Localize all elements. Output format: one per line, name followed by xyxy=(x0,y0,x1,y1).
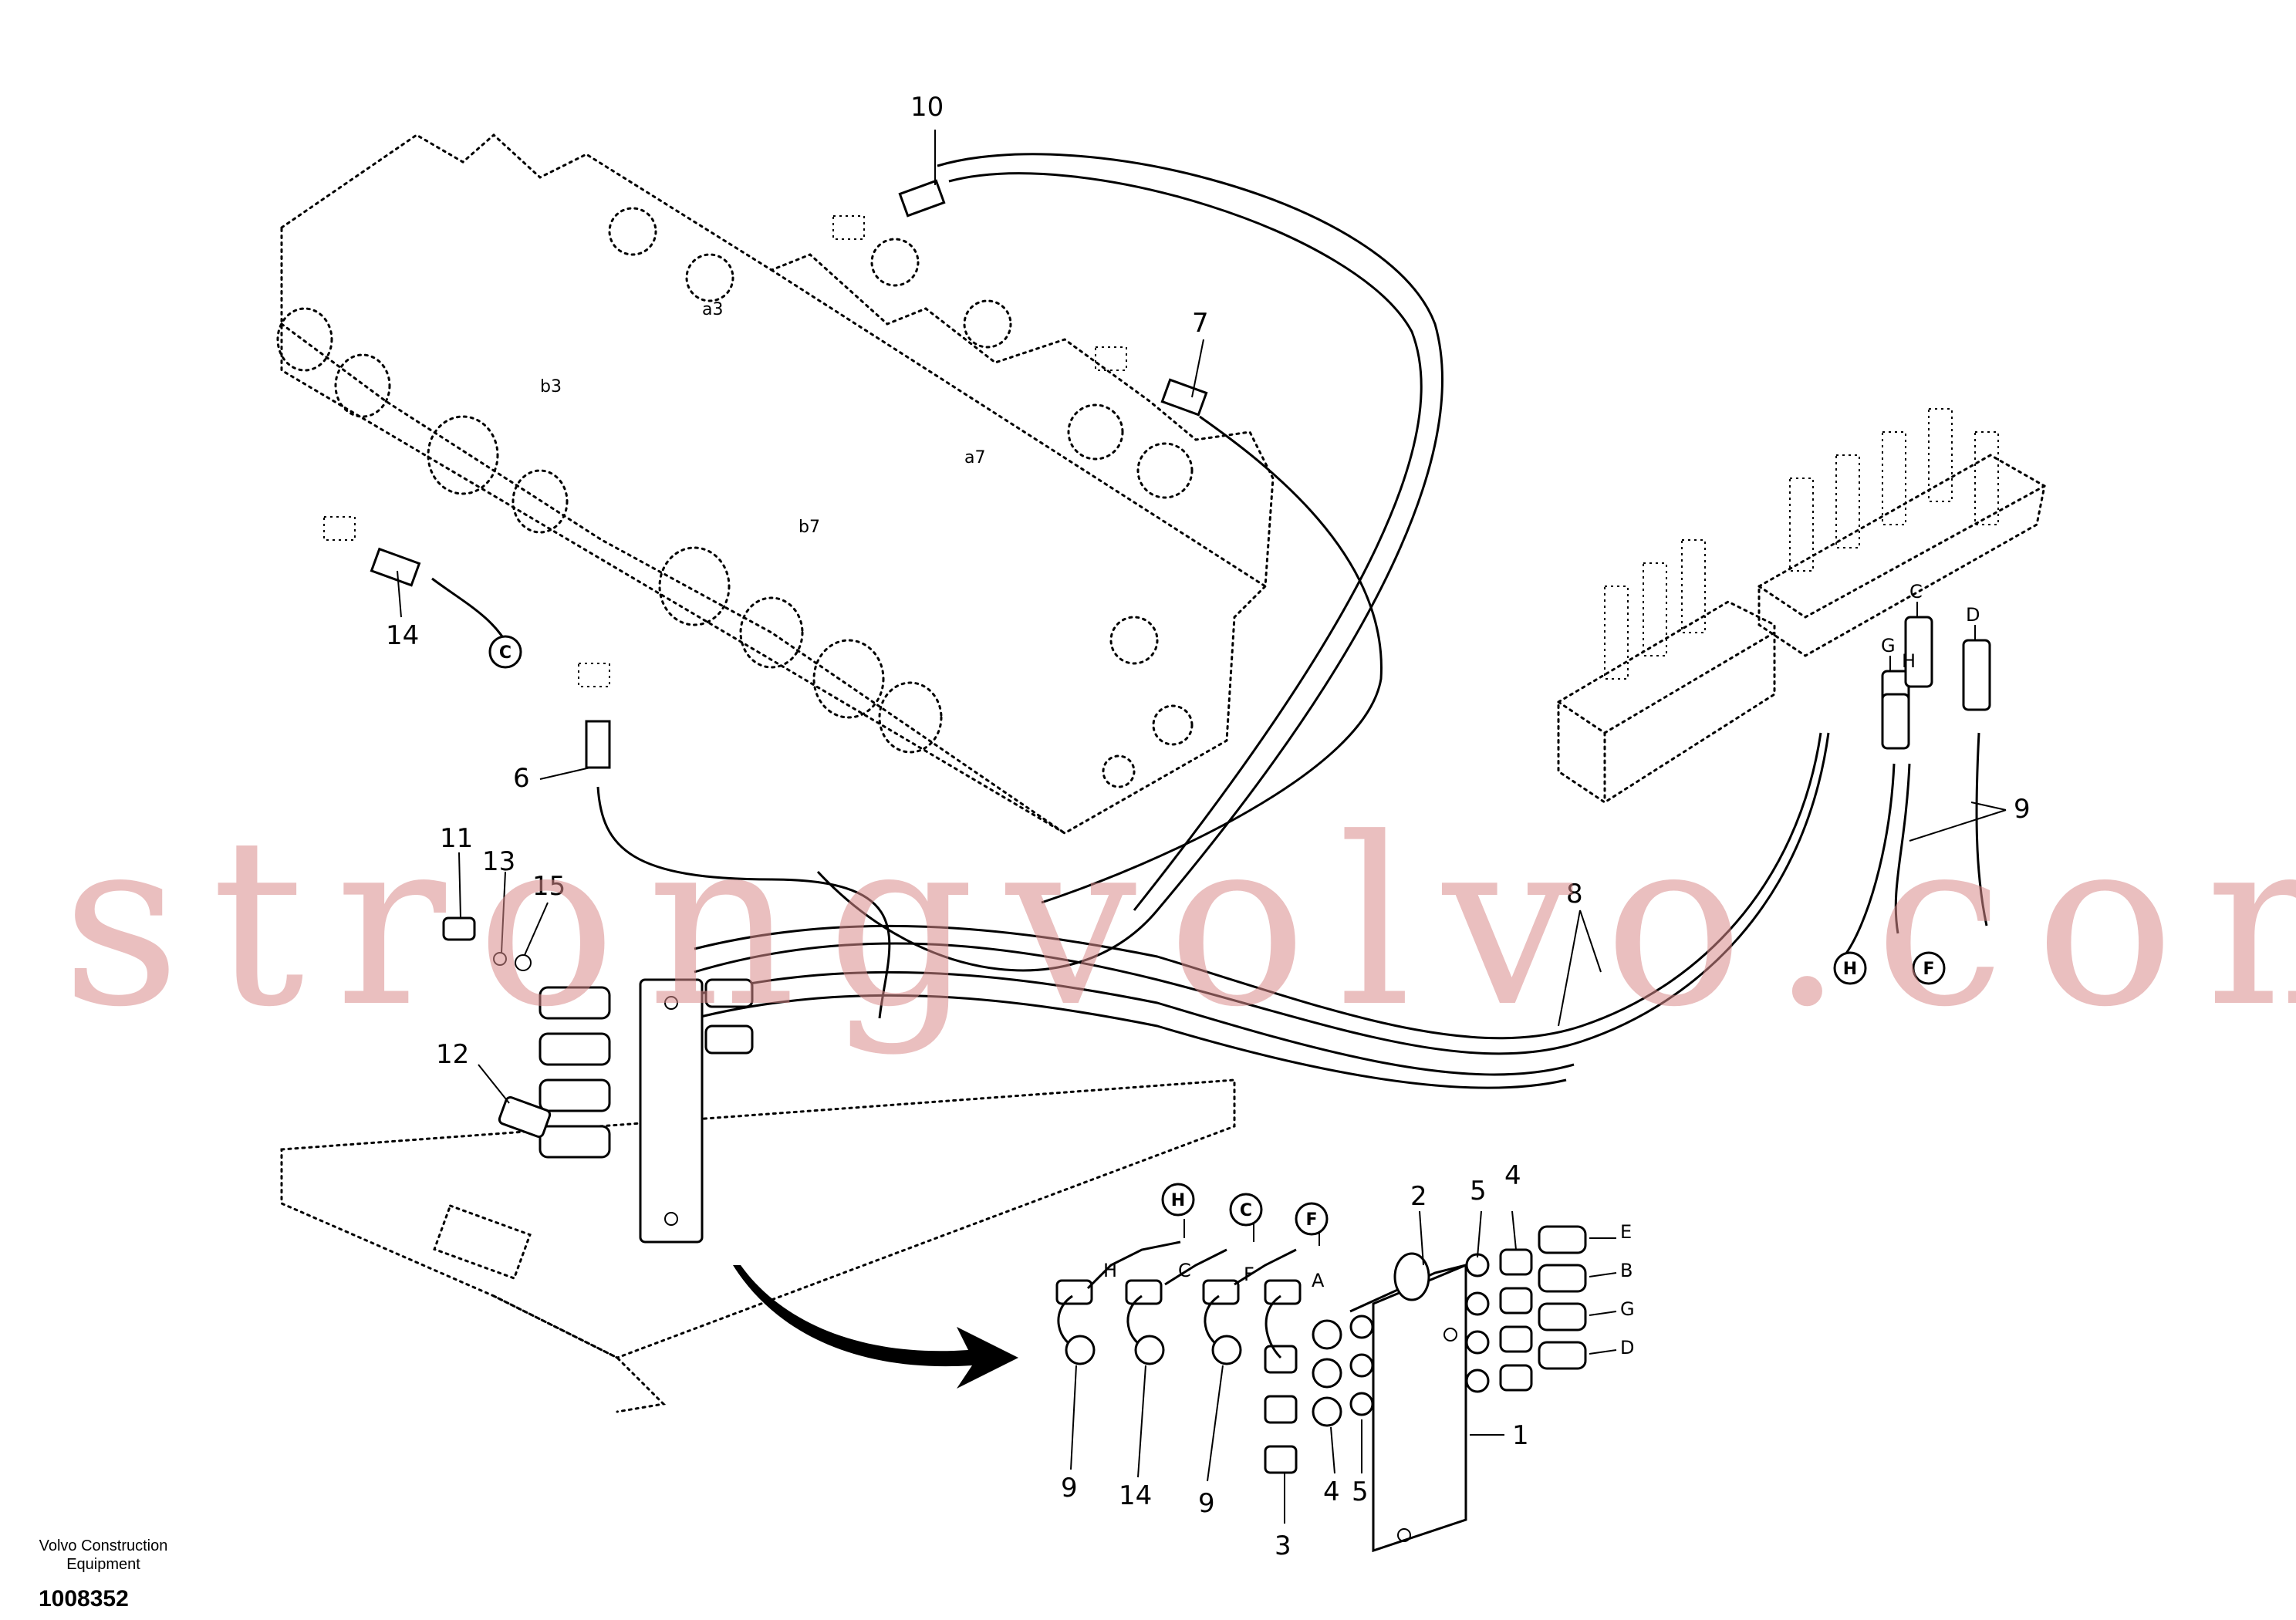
callout-8: 8 xyxy=(1566,879,1583,910)
fittings xyxy=(323,179,1208,769)
hose-letter-g: G xyxy=(1620,1298,1635,1320)
callout-9-right: 9 xyxy=(2014,794,2031,825)
hose-letter-d-top: D xyxy=(1966,604,1980,626)
callout-7: 7 xyxy=(1192,308,1209,339)
hose-letter-d: D xyxy=(1620,1337,1634,1358)
hose-letter-f-low: F xyxy=(1244,1264,1254,1285)
callout-4-top: 4 xyxy=(1504,1160,1521,1191)
callout-12: 12 xyxy=(436,1039,469,1070)
circle-ref-h-right: H xyxy=(1833,951,1867,985)
port-label-a7: a7 xyxy=(964,448,985,467)
leader-lines xyxy=(397,130,2007,1524)
hose-letter-c-top: C xyxy=(1909,581,1923,602)
hose-letter-h-low: H xyxy=(1103,1260,1117,1281)
circle-ref-f-right: F xyxy=(1912,951,1946,985)
circle-ref-h-bottom: H xyxy=(1161,1183,1195,1217)
callout-11: 11 xyxy=(440,823,473,854)
svg-text:C: C xyxy=(1240,1201,1252,1220)
manifold-installed xyxy=(442,916,754,1244)
svg-text:F: F xyxy=(1305,1210,1317,1230)
callout-15: 15 xyxy=(532,871,566,902)
circle-ref-c-bottom: C xyxy=(1229,1193,1263,1227)
explode-arrow xyxy=(733,1265,1018,1389)
callout-13: 13 xyxy=(482,846,515,877)
callout-4-bottom: 4 xyxy=(1323,1477,1340,1507)
svg-text:H: H xyxy=(1171,1191,1185,1210)
callout-5-top: 5 xyxy=(1470,1176,1487,1207)
hose-letter-h-top: H xyxy=(1902,650,1916,672)
brand-line-1: Volvo Construction xyxy=(39,1537,168,1554)
callout-3: 3 xyxy=(1275,1531,1292,1561)
document-number: 1008352 xyxy=(39,1586,129,1612)
hose-letter-e: E xyxy=(1620,1221,1632,1243)
callout-9-left: 9 xyxy=(1061,1473,1078,1504)
callout-10: 10 xyxy=(910,92,944,123)
callout-6: 6 xyxy=(513,763,530,794)
hose-letter-c-low: C xyxy=(1178,1260,1191,1281)
svg-text:F: F xyxy=(1923,960,1934,979)
manifold-exploded xyxy=(1055,1225,1587,1553)
port-label-b7: b7 xyxy=(799,518,820,537)
circle-ref-f-bottom: F xyxy=(1295,1202,1329,1236)
brand-label: Volvo Construction Equipment xyxy=(19,1537,188,1574)
port-label-a3: a3 xyxy=(702,300,723,319)
svg-text:C: C xyxy=(499,643,512,663)
hose-letter-g-top: G xyxy=(1881,635,1896,656)
hose-letter-b: B xyxy=(1620,1260,1633,1281)
platform xyxy=(280,1078,1236,1413)
callout-5-bottom: 5 xyxy=(1352,1477,1369,1507)
hose-letter-a-low: A xyxy=(1312,1270,1325,1291)
callout-2: 2 xyxy=(1410,1181,1427,1212)
callout-9-mid: 9 xyxy=(1198,1488,1215,1519)
svg-text:H: H xyxy=(1843,960,1857,979)
port-label-b3: b3 xyxy=(540,377,562,397)
brand-line-2: Equipment xyxy=(66,1556,140,1573)
watermark: strongvolvo.com xyxy=(62,788,2296,1058)
callout-14-bottom: 14 xyxy=(1119,1480,1152,1511)
callout-1: 1 xyxy=(1512,1420,1529,1451)
callout-14-top: 14 xyxy=(386,620,419,651)
pilot-valve-blocks xyxy=(1557,408,2046,804)
hoses xyxy=(431,153,1988,1089)
control-valve-block xyxy=(276,133,1275,835)
circle-ref-c-top: C xyxy=(488,635,522,669)
